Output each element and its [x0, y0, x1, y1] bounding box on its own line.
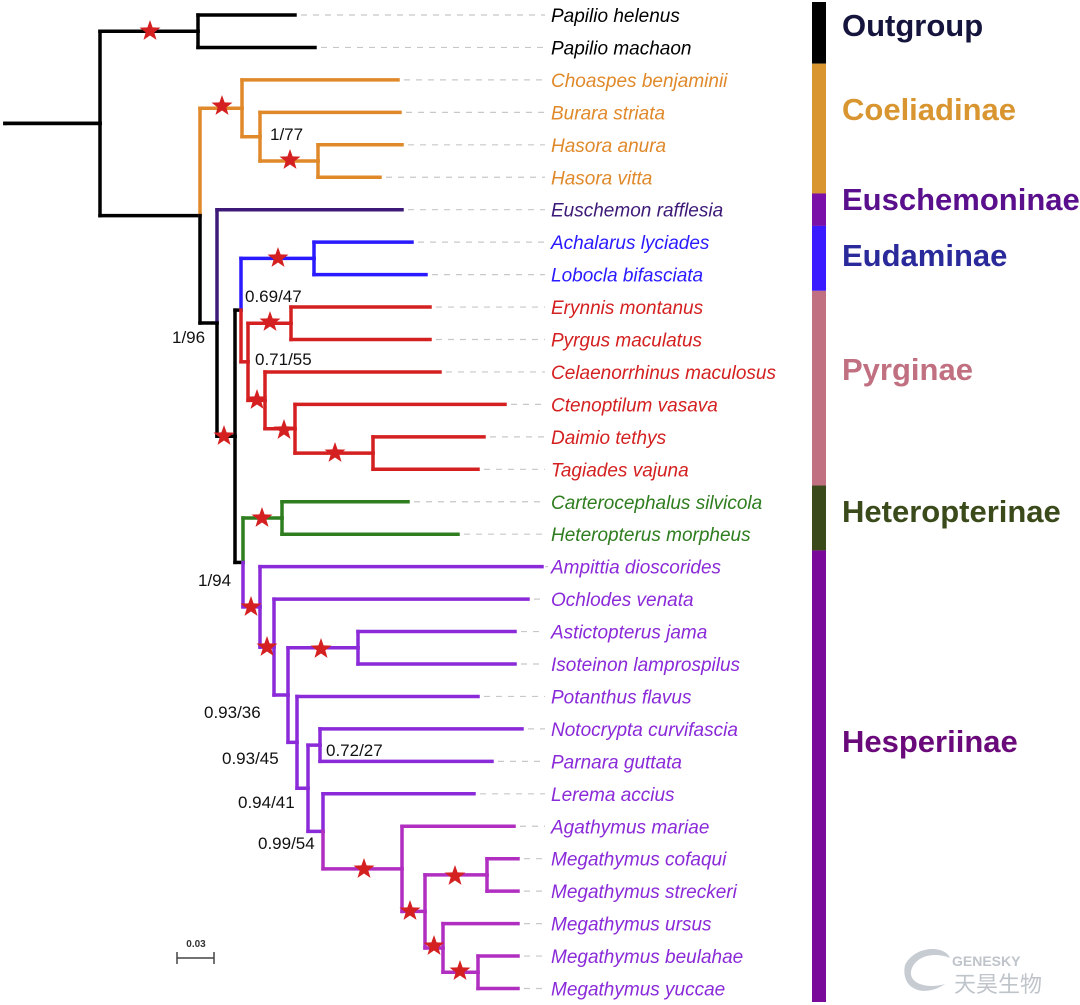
taxon-label: Agathymus mariae [550, 817, 709, 838]
taxon-label: Notocrypta curvifascia [551, 720, 738, 741]
support-star-icon [423, 935, 445, 955]
support-value: 1/77 [270, 125, 303, 144]
clade-name: Eudaminae [842, 238, 1007, 273]
support-star-icon [444, 865, 466, 885]
taxon-label: Ampittia dioscorides [550, 558, 722, 579]
clade-bar [812, 225, 826, 291]
support-star-icon [324, 442, 346, 462]
logo-swoosh-icon [904, 948, 950, 991]
clade-bars: OutgroupCoeliadinaeEuschemoninaeEudamina… [812, 2, 1080, 1002]
taxon-label: Hasora vitta [551, 168, 652, 189]
clade-name: Heteropterinae [842, 494, 1061, 529]
clade-bar [812, 485, 826, 551]
taxon-label: Papilio helenus [551, 6, 680, 27]
support-value: 0.93/45 [222, 749, 279, 768]
taxon-label: Carterocephalus silvicola [551, 493, 762, 514]
taxon-label: Megathymus cofaqui [551, 850, 727, 871]
support-star-icon [240, 596, 262, 616]
support-star-icon [246, 389, 268, 409]
clade-name: Outgroup [842, 8, 983, 43]
taxon-label: Erynnis montanus [551, 298, 704, 319]
support-star-icon [267, 247, 289, 267]
taxon-label: Celaenorrhinus maculosus [551, 363, 776, 384]
scale-bar-label: 0.03 [186, 939, 206, 950]
support-star-icon [259, 311, 281, 331]
support-star-icon [273, 419, 295, 439]
taxon-label: Ctenoptilum vasava [551, 395, 718, 416]
support-star-icon [449, 960, 471, 980]
taxon-label: Parnara guttata [551, 752, 682, 773]
taxon-label: Tagiades vajuna [551, 460, 689, 481]
clade-name: Hesperiinae [842, 724, 1018, 759]
support-star-icon [353, 858, 375, 878]
support-star-icon [310, 638, 332, 658]
leader-lines [301, 14, 548, 990]
support-value: 0.69/47 [245, 287, 302, 306]
genesky-logo: GENESKY 天昊生物 [904, 948, 1042, 997]
clade-bar [812, 550, 826, 1002]
taxon-label: Megathymus beulahae [551, 947, 743, 968]
taxon-label: Burara striata [551, 103, 665, 124]
support-value: 0.94/41 [238, 793, 295, 812]
support-labels: 1/77 0.69/47 1/96 0.71/55 1/94 0.93/36 0.93/45… [172, 125, 383, 853]
support-value: 0.71/55 [255, 350, 312, 369]
support-star-icon [279, 149, 301, 169]
clade-bar [812, 193, 826, 226]
taxon-label: Megathymus ursus [551, 915, 712, 936]
taxon-label: Papilio machaon [551, 38, 691, 59]
taxon-label: Daimio tethys [551, 428, 667, 449]
support-star-icon [213, 425, 235, 445]
taxon-label: Hasora anura [551, 136, 666, 157]
support-value: 1/94 [198, 571, 231, 590]
support-star-icon [251, 507, 273, 527]
clade-bar [812, 63, 826, 194]
support-value: 1/96 [172, 328, 205, 347]
taxon-label: Isoteinon lamprospilus [551, 655, 741, 676]
taxon-label: Megathymus yuccae [551, 980, 725, 1001]
taxon-label: Potanthus flavus [551, 687, 692, 708]
scale-bar: 0.03 [176, 939, 215, 964]
taxon-label: Megathymus streckeri [551, 882, 738, 903]
taxon-label: Astictopterus jama [550, 623, 707, 644]
support-stars [139, 20, 471, 980]
support-star-icon [211, 95, 233, 115]
taxon-label: Lerema accius [551, 785, 675, 806]
taxon-label: Pyrgus maculatus [551, 331, 703, 352]
taxon-label: Choaspes benjaminii [551, 71, 728, 92]
taxon-label: Achalarus lyciades [550, 233, 710, 254]
clade-bar [812, 2, 826, 64]
support-star-icon [139, 20, 161, 40]
support-value: 0.72/27 [326, 741, 383, 760]
taxon-label: Heteropterus morpheus [551, 525, 751, 546]
taxon-label: Ochlodes venata [551, 590, 694, 611]
support-value: 0.93/36 [204, 703, 261, 722]
tree-branches [3, 13, 544, 991]
taxon-label: Lobocla bifasciata [551, 266, 703, 287]
support-star-icon [256, 636, 278, 656]
support-value: 0.99/54 [258, 834, 315, 853]
clade-name: Euschemoninae [842, 182, 1080, 217]
support-star-icon [399, 900, 421, 920]
clade-name: Pyrginae [842, 352, 973, 387]
taxon-label: Euschemon rafflesia [551, 201, 723, 222]
logo-latin: GENESKY [952, 953, 1021, 969]
clade-bar [812, 290, 826, 486]
clade-name: Coeliadinae [842, 92, 1016, 127]
logo-chinese: 天昊生物 [954, 972, 1042, 997]
